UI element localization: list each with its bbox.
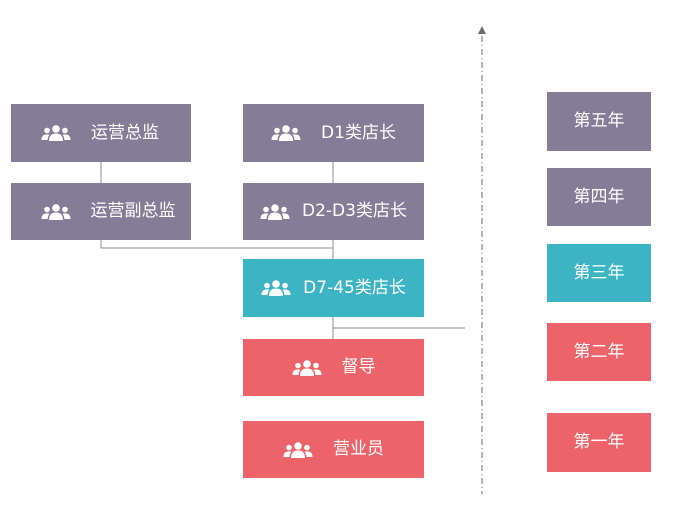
node-ops-deputy-director: 运营副总监 bbox=[11, 183, 191, 240]
node-d2-d3-store-manager: D2-D3类店长 bbox=[243, 183, 424, 240]
node-label: 督导 bbox=[341, 357, 376, 377]
node-label: D2-D3类店长 bbox=[302, 201, 407, 221]
node-label: 运营总监 bbox=[91, 122, 159, 143]
people-icon bbox=[271, 125, 301, 141]
year-label: 第三年 bbox=[573, 262, 625, 283]
year-fourth: 第四年 bbox=[547, 168, 651, 226]
people-icon bbox=[292, 359, 321, 376]
node-ops-director: 运营总监 bbox=[11, 104, 191, 162]
node-label: 营业员 bbox=[333, 439, 384, 459]
people-icon bbox=[283, 441, 313, 458]
node-d7-45-store-manager: D7-45类店长 bbox=[243, 259, 424, 317]
year-second: 第二年 bbox=[547, 323, 651, 381]
people-icon bbox=[41, 203, 70, 220]
timeline-arrow-icon bbox=[478, 26, 486, 34]
node-salesperson: 营业员 bbox=[243, 421, 424, 478]
connector-deputy-to-d7-45 bbox=[100, 240, 333, 249]
people-icon bbox=[260, 203, 290, 220]
year-label: 第五年 bbox=[573, 111, 625, 131]
node-supervisor: 督导 bbox=[243, 339, 424, 396]
node-label: D1类店长 bbox=[321, 122, 396, 143]
people-icon bbox=[261, 280, 291, 296]
year-label: 第四年 bbox=[573, 186, 625, 207]
timeline-axis bbox=[478, 26, 486, 494]
year-first: 第一年 bbox=[547, 413, 651, 472]
year-label: 第一年 bbox=[573, 432, 625, 452]
year-third: 第三年 bbox=[547, 244, 651, 302]
year-label: 第二年 bbox=[573, 341, 625, 362]
node-label: D7-45类店长 bbox=[303, 277, 406, 298]
year-fifth: 第五年 bbox=[547, 92, 651, 151]
people-icon bbox=[41, 125, 71, 141]
node-label: 运营副总监 bbox=[90, 201, 176, 221]
node-d1-store-manager: D1类店长 bbox=[243, 104, 424, 162]
